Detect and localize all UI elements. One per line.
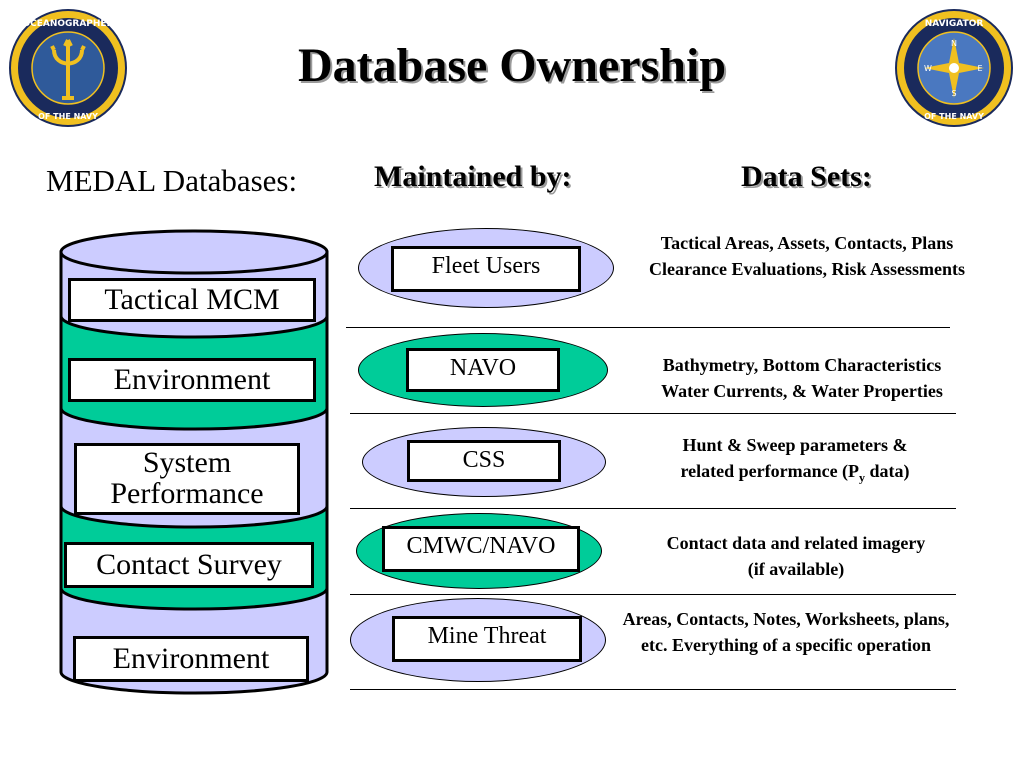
data-set-text-part: related performance (P [680,461,860,481]
row-divider [346,327,950,328]
seal-ring-text: OCEANOGRAPHER [22,19,113,29]
row-divider [350,413,956,414]
database-label: Contact Survey [64,542,314,588]
data-set-line: Bathymetry, Bottom Characteristics [662,355,942,375]
data-set-text-part: data) [865,461,910,481]
data-set-text: Contact data and related imagery (if ava… [666,533,926,579]
databases-header: MEDAL Databases: [46,163,298,198]
maintainer-label: Fleet Users [391,246,581,292]
seal-ring-text: OF THE NAVY [924,112,984,121]
data-set-text: Bathymetry, Bottom Characteristics Water… [616,352,988,404]
database-label: Environment [73,636,309,682]
seal-ring-text: NAVIGATOR [925,19,984,29]
database-label-line: System [142,446,232,480]
seal-ring-text: OF THE NAVY [38,112,98,121]
maintainer-label: CSS [407,440,561,482]
maintainer-label: Mine Threat [392,616,582,662]
page-title: Database Ownership [297,39,727,92]
data-set-line: Hunt & Sweep parameters & [682,435,908,455]
data-set-text: Hunt & Sweep parameters & related perfor… [630,432,960,491]
database-label: System Performance [74,443,300,515]
compass-east: E [977,64,982,73]
row-divider [350,594,956,595]
compass-north: N [951,39,957,48]
data-set-line: Water Currents, & Water Properties [661,381,943,401]
data-sets-header: Data Sets: [741,160,872,193]
compass-south: S [951,89,956,98]
database-label-line: Performance [110,477,264,510]
oceanographer-seal-logo: OCEANOGRAPHER OF THE NAVY [9,9,127,127]
navigator-seal-logo: N E S W NAVIGATOR OF THE NAVY [895,9,1013,127]
data-set-line: related performance (Py data) [630,458,960,491]
database-label: Environment [68,358,316,402]
row-divider [350,508,956,509]
database-label: Tactical MCM [68,278,316,322]
compass-west: W [924,64,932,73]
maintained-by-header: Maintained by: [374,160,572,193]
data-set-subscript: y [859,470,866,485]
row-divider [350,689,956,690]
data-set-text: Tactical Areas, Assets, Contacts, Plans … [648,233,966,279]
maintainer-label: NAVO [406,348,560,392]
data-set-text: Areas, Contacts, Notes, Worksheets, plan… [622,609,950,655]
maintainer-label: CMWC/NAVO [382,526,580,572]
maintainer-oval [362,427,606,497]
